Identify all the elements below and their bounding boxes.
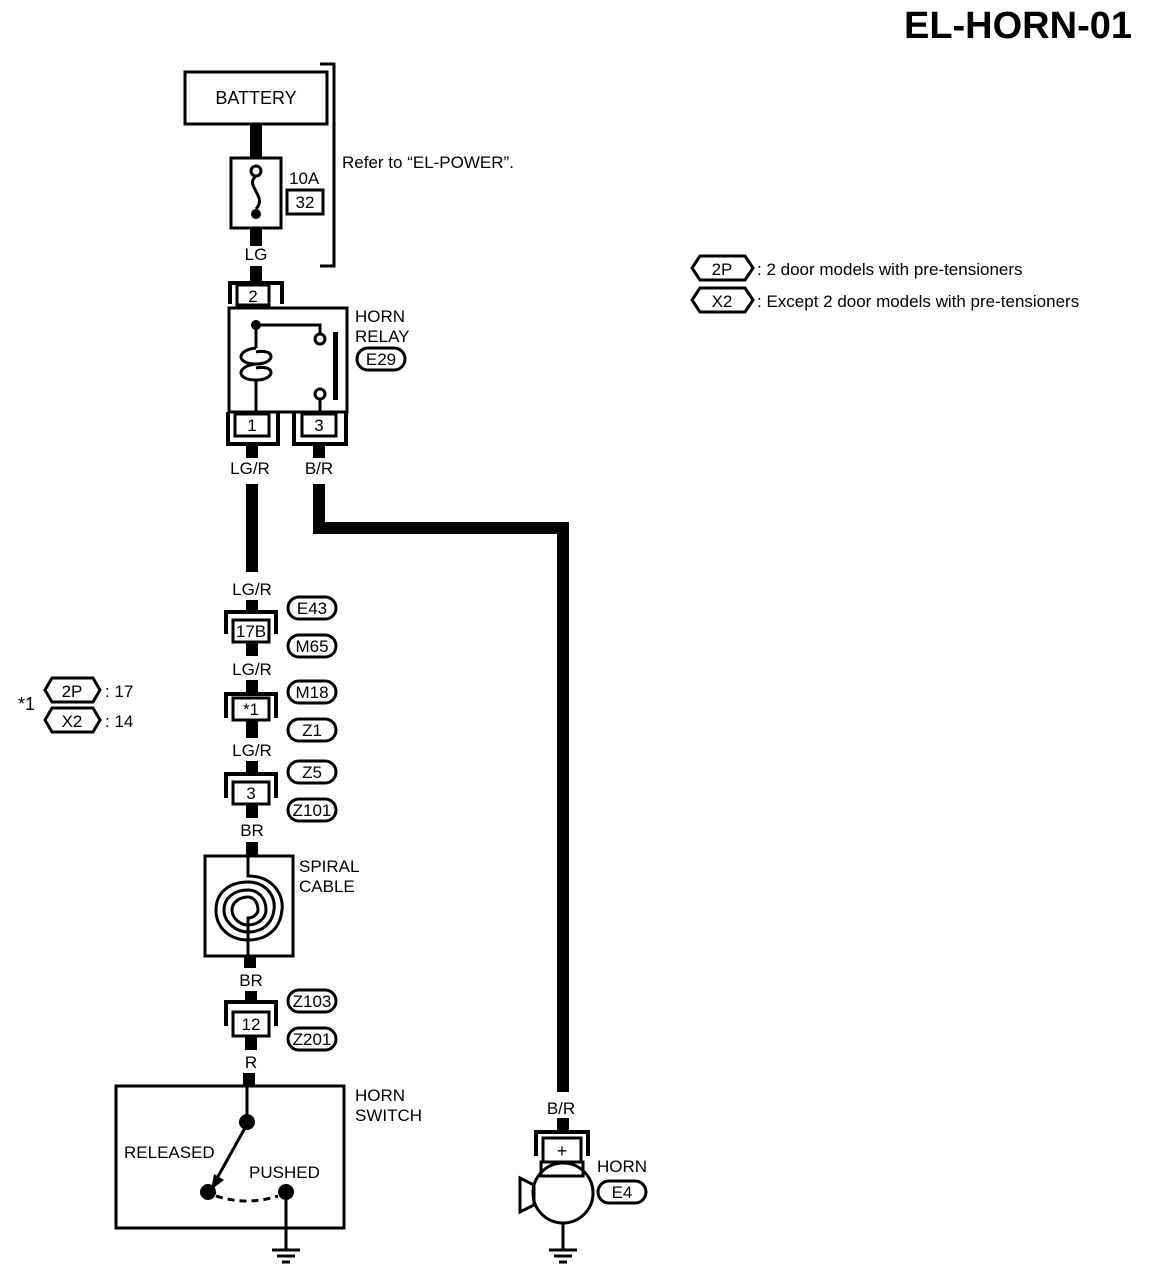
wire-label-lg-r-relay: LG/R: [230, 459, 270, 478]
switch-pushed-label: PUSHED: [249, 1163, 320, 1182]
legend: 2P : 2 door models with pre-tensioners X…: [690, 254, 1079, 314]
connector-pin: 12: [242, 1015, 261, 1034]
connector-3: 3 Z5 Z101: [224, 759, 338, 823]
fuse: 10A 32: [229, 156, 325, 230]
connector-id: Z103: [293, 992, 332, 1011]
horn-relay: 2 1 3 HORN RELAY E29: [226, 281, 410, 446]
relay-label-line1: HORN: [355, 307, 405, 326]
connector-id: Z201: [293, 1030, 332, 1049]
horn-label: HORN: [597, 1157, 647, 1176]
switch-label-line2: SWITCH: [355, 1106, 422, 1125]
legend-code: X2: [712, 292, 733, 311]
wire-label-lg: LG: [245, 245, 268, 264]
connector-id: M65: [295, 637, 328, 656]
relay-connector: E29: [366, 350, 396, 369]
legend-desc: : Except 2 door models with pre-tensione…: [757, 292, 1079, 311]
legend-item-2p: 2P : 2 door models with pre-tensioners: [690, 254, 1023, 282]
horn-plus: +: [557, 1141, 568, 1161]
battery: BATTERY: [183, 70, 329, 126]
connector-id: Z101: [293, 801, 332, 820]
legend-code: 2P: [712, 260, 733, 279]
switch-label-line1: HORN: [355, 1086, 405, 1105]
connector-pin: 17B: [236, 622, 266, 641]
relay-pin-3: 3: [314, 416, 323, 435]
footnote-value: : 17: [105, 682, 133, 701]
wire-label-r: R: [245, 1053, 257, 1072]
footnote-value: : 14: [105, 712, 133, 731]
footnote-code: X2: [62, 712, 83, 731]
legend-item-x2: X2 : Except 2 door models with pre-tensi…: [690, 286, 1079, 314]
wire-label-b-r-relay: B/R: [305, 459, 333, 478]
connector-id: Z1: [302, 721, 322, 740]
wire-label-lg-r-3: LG/R: [232, 741, 272, 760]
wire-label-br-2: BR: [239, 971, 263, 990]
relay-pin-1: 1: [247, 416, 256, 435]
connector-id: E43: [297, 599, 327, 618]
connector-id: M18: [295, 683, 328, 702]
relay-pin-2: 2: [248, 287, 257, 306]
spiral-cable: SPIRAL CABLE: [203, 854, 359, 958]
connector-pin: *1: [243, 700, 259, 719]
legend-desc: : 2 door models with pre-tensioners: [757, 260, 1023, 279]
connector-pin: 3: [246, 784, 255, 803]
spiral-label-line2: CABLE: [299, 877, 355, 896]
footnote: *1 2P : 17 X2 : 14: [18, 676, 133, 734]
spiral-label-line1: SPIRAL: [299, 857, 359, 876]
wire-label-b-r-horn: B/R: [547, 1099, 575, 1118]
horn-connector: E4: [612, 1183, 633, 1202]
page-title: EL-HORN-01: [904, 5, 1132, 47]
wire-label-lg-r-1: LG/R: [232, 580, 272, 599]
switch-released-label: RELEASED: [124, 1143, 215, 1162]
footnote-marker: *1: [18, 694, 35, 714]
wire-label-lg-r-2: LG/R: [232, 660, 272, 679]
horn: + HORN E4: [518, 1130, 648, 1264]
connector-12: 12 Z103 Z201: [224, 988, 338, 1052]
fuse-number: 32: [296, 193, 315, 212]
wire-b-r-horn: [313, 484, 569, 1092]
connector-star1: *1 M18 Z1: [224, 679, 338, 743]
refer-note: Refer to “EL-POWER”.: [342, 153, 514, 172]
battery-label: BATTERY: [215, 88, 296, 108]
footnote-code: 2P: [62, 682, 83, 701]
refer-bracket: Refer to “EL-POWER”.: [320, 62, 514, 268]
horn-switch: RELEASED PUSHED HORN SWITCH: [114, 1084, 422, 1264]
connector-id: Z5: [302, 763, 322, 782]
fuse-rating: 10A: [289, 169, 320, 188]
connector-17b: 17B E43 M65: [224, 595, 338, 659]
wire-label-br-1: BR: [240, 821, 264, 840]
relay-label-line2: RELAY: [355, 327, 410, 346]
